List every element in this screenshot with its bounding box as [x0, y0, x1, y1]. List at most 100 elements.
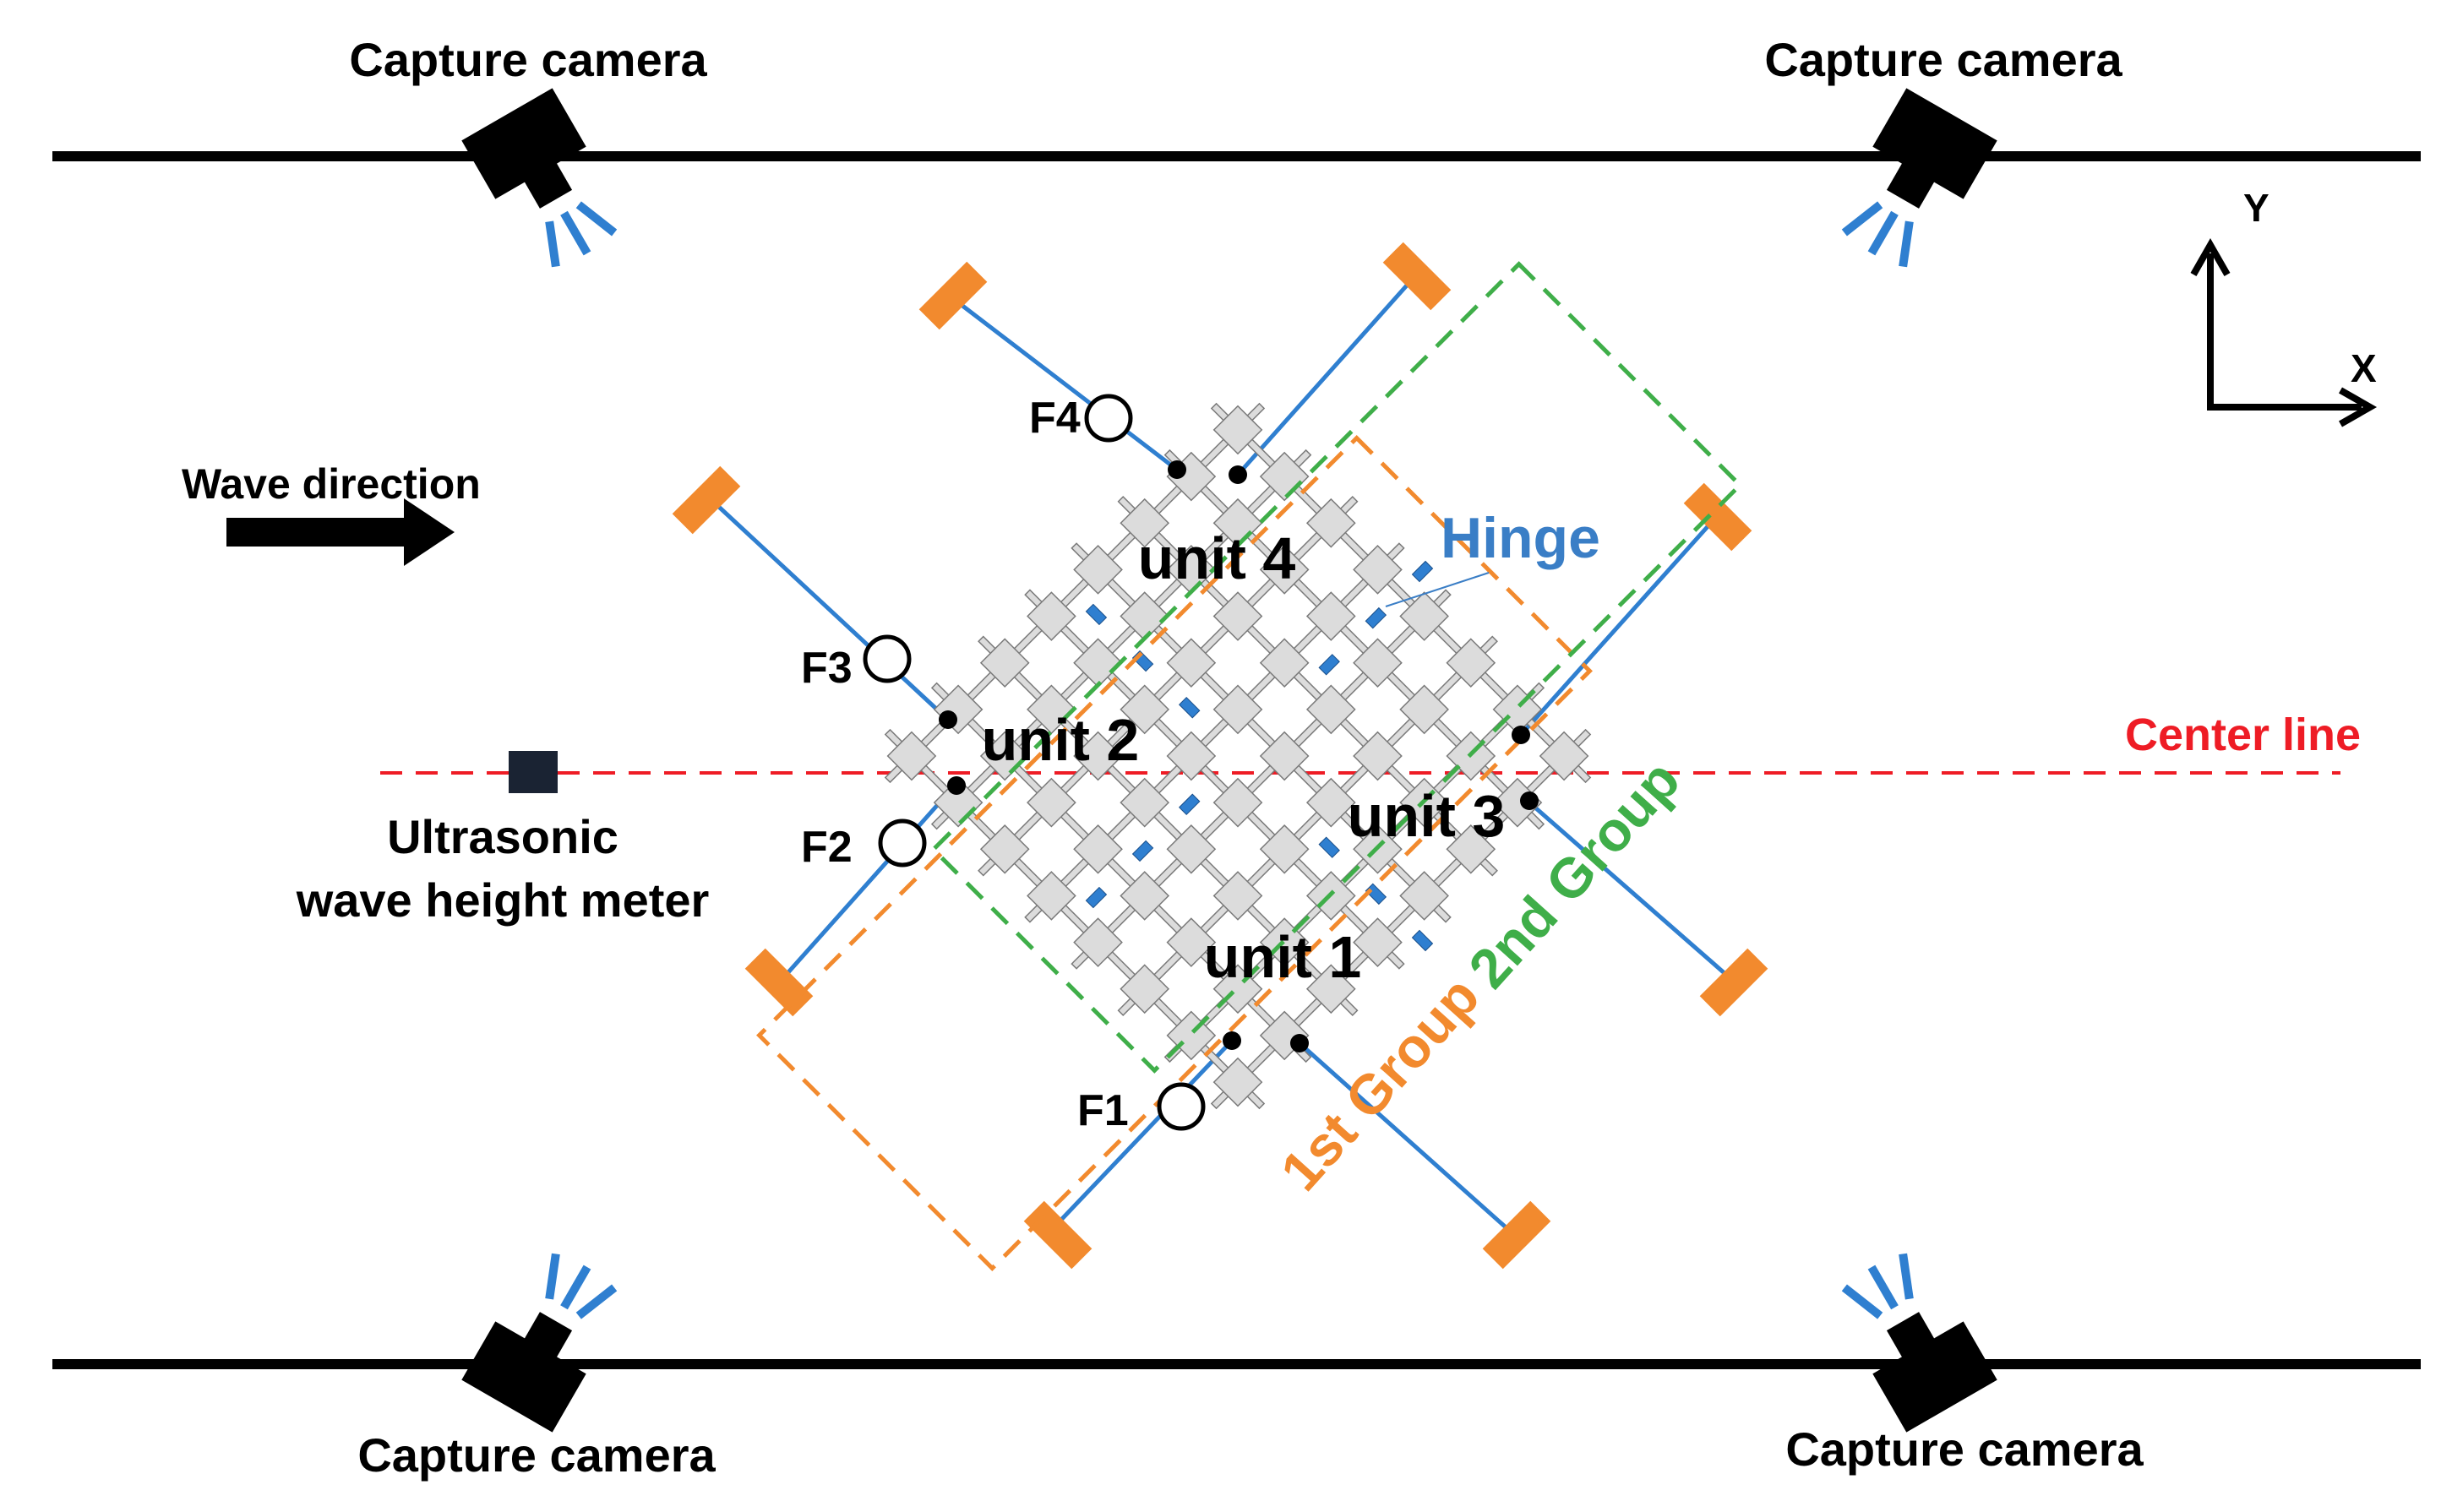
module-node [1353, 638, 1403, 688]
camera-icon [1841, 88, 1997, 268]
module-node [1120, 871, 1170, 921]
module-node [1166, 824, 1217, 874]
f2-label: F2 [801, 823, 853, 872]
anchor-block-icon [672, 465, 741, 535]
module-node [1259, 638, 1310, 688]
module-node [1305, 964, 1356, 1014]
module-node [1073, 638, 1123, 688]
module-node [1120, 964, 1170, 1014]
module-node [1446, 824, 1496, 874]
module-beam [884, 728, 1266, 1110]
module-beam [930, 449, 1312, 830]
hinge-marker [1318, 654, 1340, 676]
mooring-lines [708, 277, 1734, 1235]
module-node [1027, 777, 1076, 828]
module-beam [930, 682, 1312, 1063]
module-node [1305, 684, 1356, 735]
ultrasonic-label-line1: Ultrasonic [387, 810, 618, 863]
module-node [1212, 591, 1263, 641]
module-node [1212, 871, 1263, 921]
load-cell-circle-icon [863, 634, 912, 683]
hinge-marker [1318, 836, 1340, 858]
connection-points [939, 460, 1539, 1052]
module-node [1120, 684, 1170, 735]
camera-label-top-left: Capture camera [349, 33, 707, 86]
unit-1-label: unit 1 [1204, 924, 1362, 990]
wave-direction-label: Wave direction [182, 460, 481, 508]
module-beam [978, 635, 1359, 1016]
module-node [1212, 684, 1263, 735]
anchor-block-icon [918, 261, 988, 330]
module-beam [1071, 589, 1452, 970]
module-node [1259, 545, 1310, 595]
anchor-block-icon [1023, 1200, 1093, 1270]
module-node [1073, 824, 1123, 874]
module-node [1305, 777, 1356, 828]
module-node [1073, 731, 1123, 781]
module-node [1399, 871, 1449, 921]
module-node [1399, 591, 1449, 641]
hinge-marker [1365, 883, 1387, 906]
center-line-label: Center line [2125, 710, 2361, 760]
f4-label: F4 [1029, 394, 1081, 443]
module-node [1166, 917, 1217, 967]
module-node [1166, 731, 1217, 781]
module-node [1305, 591, 1356, 641]
module-grid-lines [884, 402, 1592, 1110]
module-beam [1024, 542, 1405, 923]
ultrasonic-meter-icon [509, 751, 558, 793]
module-node [1120, 591, 1170, 641]
module-beam [1210, 402, 1592, 784]
load-cell-circle-icon [1157, 1082, 1206, 1131]
module-node [1259, 731, 1310, 781]
module-node [1353, 731, 1403, 781]
anchor-block-icon [1482, 1200, 1551, 1270]
hinge-marker [1365, 606, 1387, 629]
hinge-markers [1085, 560, 1434, 952]
hinge-marker [1131, 840, 1154, 862]
module-beam [1210, 728, 1592, 1110]
module-beam [1071, 542, 1452, 923]
module-beam [1024, 589, 1405, 970]
hinge-label: Hinge [1441, 506, 1600, 570]
module-grid-nodes [886, 405, 1589, 1107]
module-node [979, 824, 1030, 874]
module-node [979, 638, 1030, 688]
f3-label: F3 [801, 644, 853, 693]
camera-label-bottom-right: Capture camera [1785, 1422, 2144, 1476]
camera-label-top-right: Capture camera [1764, 33, 2122, 86]
load-cell-circle-icon [878, 819, 927, 867]
module-node [1539, 731, 1589, 781]
hinge-marker [1411, 929, 1434, 952]
hinge-marker [1178, 696, 1201, 719]
module-node [1212, 405, 1263, 455]
module-beam [1163, 449, 1545, 830]
unit-2-label: unit 2 [982, 707, 1140, 773]
module-beam [1117, 496, 1498, 877]
f1-label: F1 [1077, 1086, 1129, 1135]
module-node [1120, 777, 1170, 828]
unit-3-label: unit 3 [1348, 783, 1506, 849]
camera-icon [461, 88, 618, 268]
module-node [886, 731, 937, 781]
hinge-marker [1411, 560, 1434, 583]
hinge-marker [1085, 886, 1108, 909]
module-node [1399, 684, 1449, 735]
module-node [1212, 1057, 1263, 1107]
unit-4-label: unit 4 [1138, 525, 1296, 591]
module-beam [1117, 635, 1498, 1016]
axis-x-label: X [2351, 346, 2377, 390]
camera-icon [1841, 1253, 1997, 1433]
right-arrow-icon [226, 498, 455, 566]
anchor-block-icon [744, 948, 814, 1017]
module-node [1259, 824, 1310, 874]
module-beam [978, 496, 1359, 877]
hinge-pointer [1385, 572, 1490, 607]
camera-label-bottom-left: Capture camera [357, 1428, 716, 1482]
camera-icon [461, 1253, 618, 1433]
group-1-outline [756, 435, 1593, 1271]
ultrasonic-label-line2: wave height meter [296, 873, 710, 927]
module-node [1073, 917, 1123, 967]
axis-indicator [2190, 237, 2378, 427]
